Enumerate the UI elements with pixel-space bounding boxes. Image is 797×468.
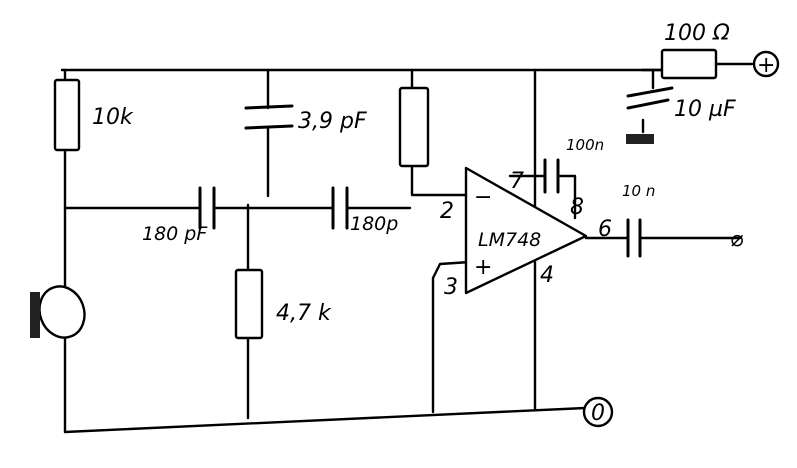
ground-terminal: 0 [582,396,614,428]
resistor-10k-body [53,78,81,152]
resistor-100-ohm-body [660,48,718,80]
cap-supply-wire [641,68,655,134]
ground-circle [582,396,614,428]
capacitor-10n: 10 n [622,182,655,258]
resistor-100-ohm: 100 Ω [660,21,730,80]
supply-plus-sign: + [757,53,775,78]
microphone-grille [30,292,40,338]
capacitor-10uf-plate-a [626,86,674,98]
label-3-9pf: 3,9 pF [298,109,367,134]
feedback-resistor-wire [410,68,472,197]
capacitor-180p-right: 180p [331,186,398,235]
pin-6-label: 6 [598,217,612,242]
capacitor-3-9pf-plate-top [244,104,294,110]
label-4-7k: 4,7 k [276,301,332,326]
label-10k: 10k [92,105,134,130]
bottom-rail-wire [63,406,587,434]
resistor-10k: 10k [53,78,134,152]
pin-8-label: 8 [570,195,584,220]
output-terminal: ⌀ [730,227,744,252]
wires [60,62,754,434]
pin-7-label: 7 [510,169,524,194]
ground-label: 0 [591,401,605,426]
resistor-4-7k: 4,7 k [234,268,332,340]
capacitor-100n: 100n [543,134,654,194]
label-180p-right: 180p [350,213,398,235]
microphone [30,285,86,339]
microphone-body [38,285,86,339]
label-100-ohm: 100 Ω [664,21,730,46]
capacitor-180pf-left: 180 pF [142,186,216,245]
resistor-feedback-body [398,86,430,168]
label-180pf-left: 180 pF [142,223,208,245]
opamp-label: LM748 [478,229,541,251]
capacitor-10uf-plate-b [626,98,670,110]
label-10uf: 10 µF [674,97,736,122]
opamp-plus-sign: + [474,255,492,280]
capacitor-100n-mark [626,134,654,144]
pin7-wire [508,174,577,220]
capacitor-3-9pf: 3,9 pF [244,104,367,134]
label-100n: 100n [566,136,604,154]
pin-4-label: 4 [540,263,554,288]
capacitor-10uf: 10 µF [626,86,736,122]
resistor-feedback [398,86,430,168]
opamp-lm748: LM748 − + 2 3 7 8 6 4 [440,166,612,300]
supply-plus-terminal: + [752,50,780,78]
opamp-triangle [464,166,588,295]
supply-plus-circle [752,50,780,78]
output-terminal-symbol: ⌀ [730,227,744,252]
label-10n: 10 n [622,182,655,200]
opamp-minus-sign: − [474,185,492,210]
capacitor-3-9pf-plate-bottom [244,124,294,130]
pin-2-label: 2 [440,199,454,224]
pin3-wire [431,260,472,414]
resistor-4-7k-body [234,268,264,340]
pin-3-label: 3 [444,275,458,300]
